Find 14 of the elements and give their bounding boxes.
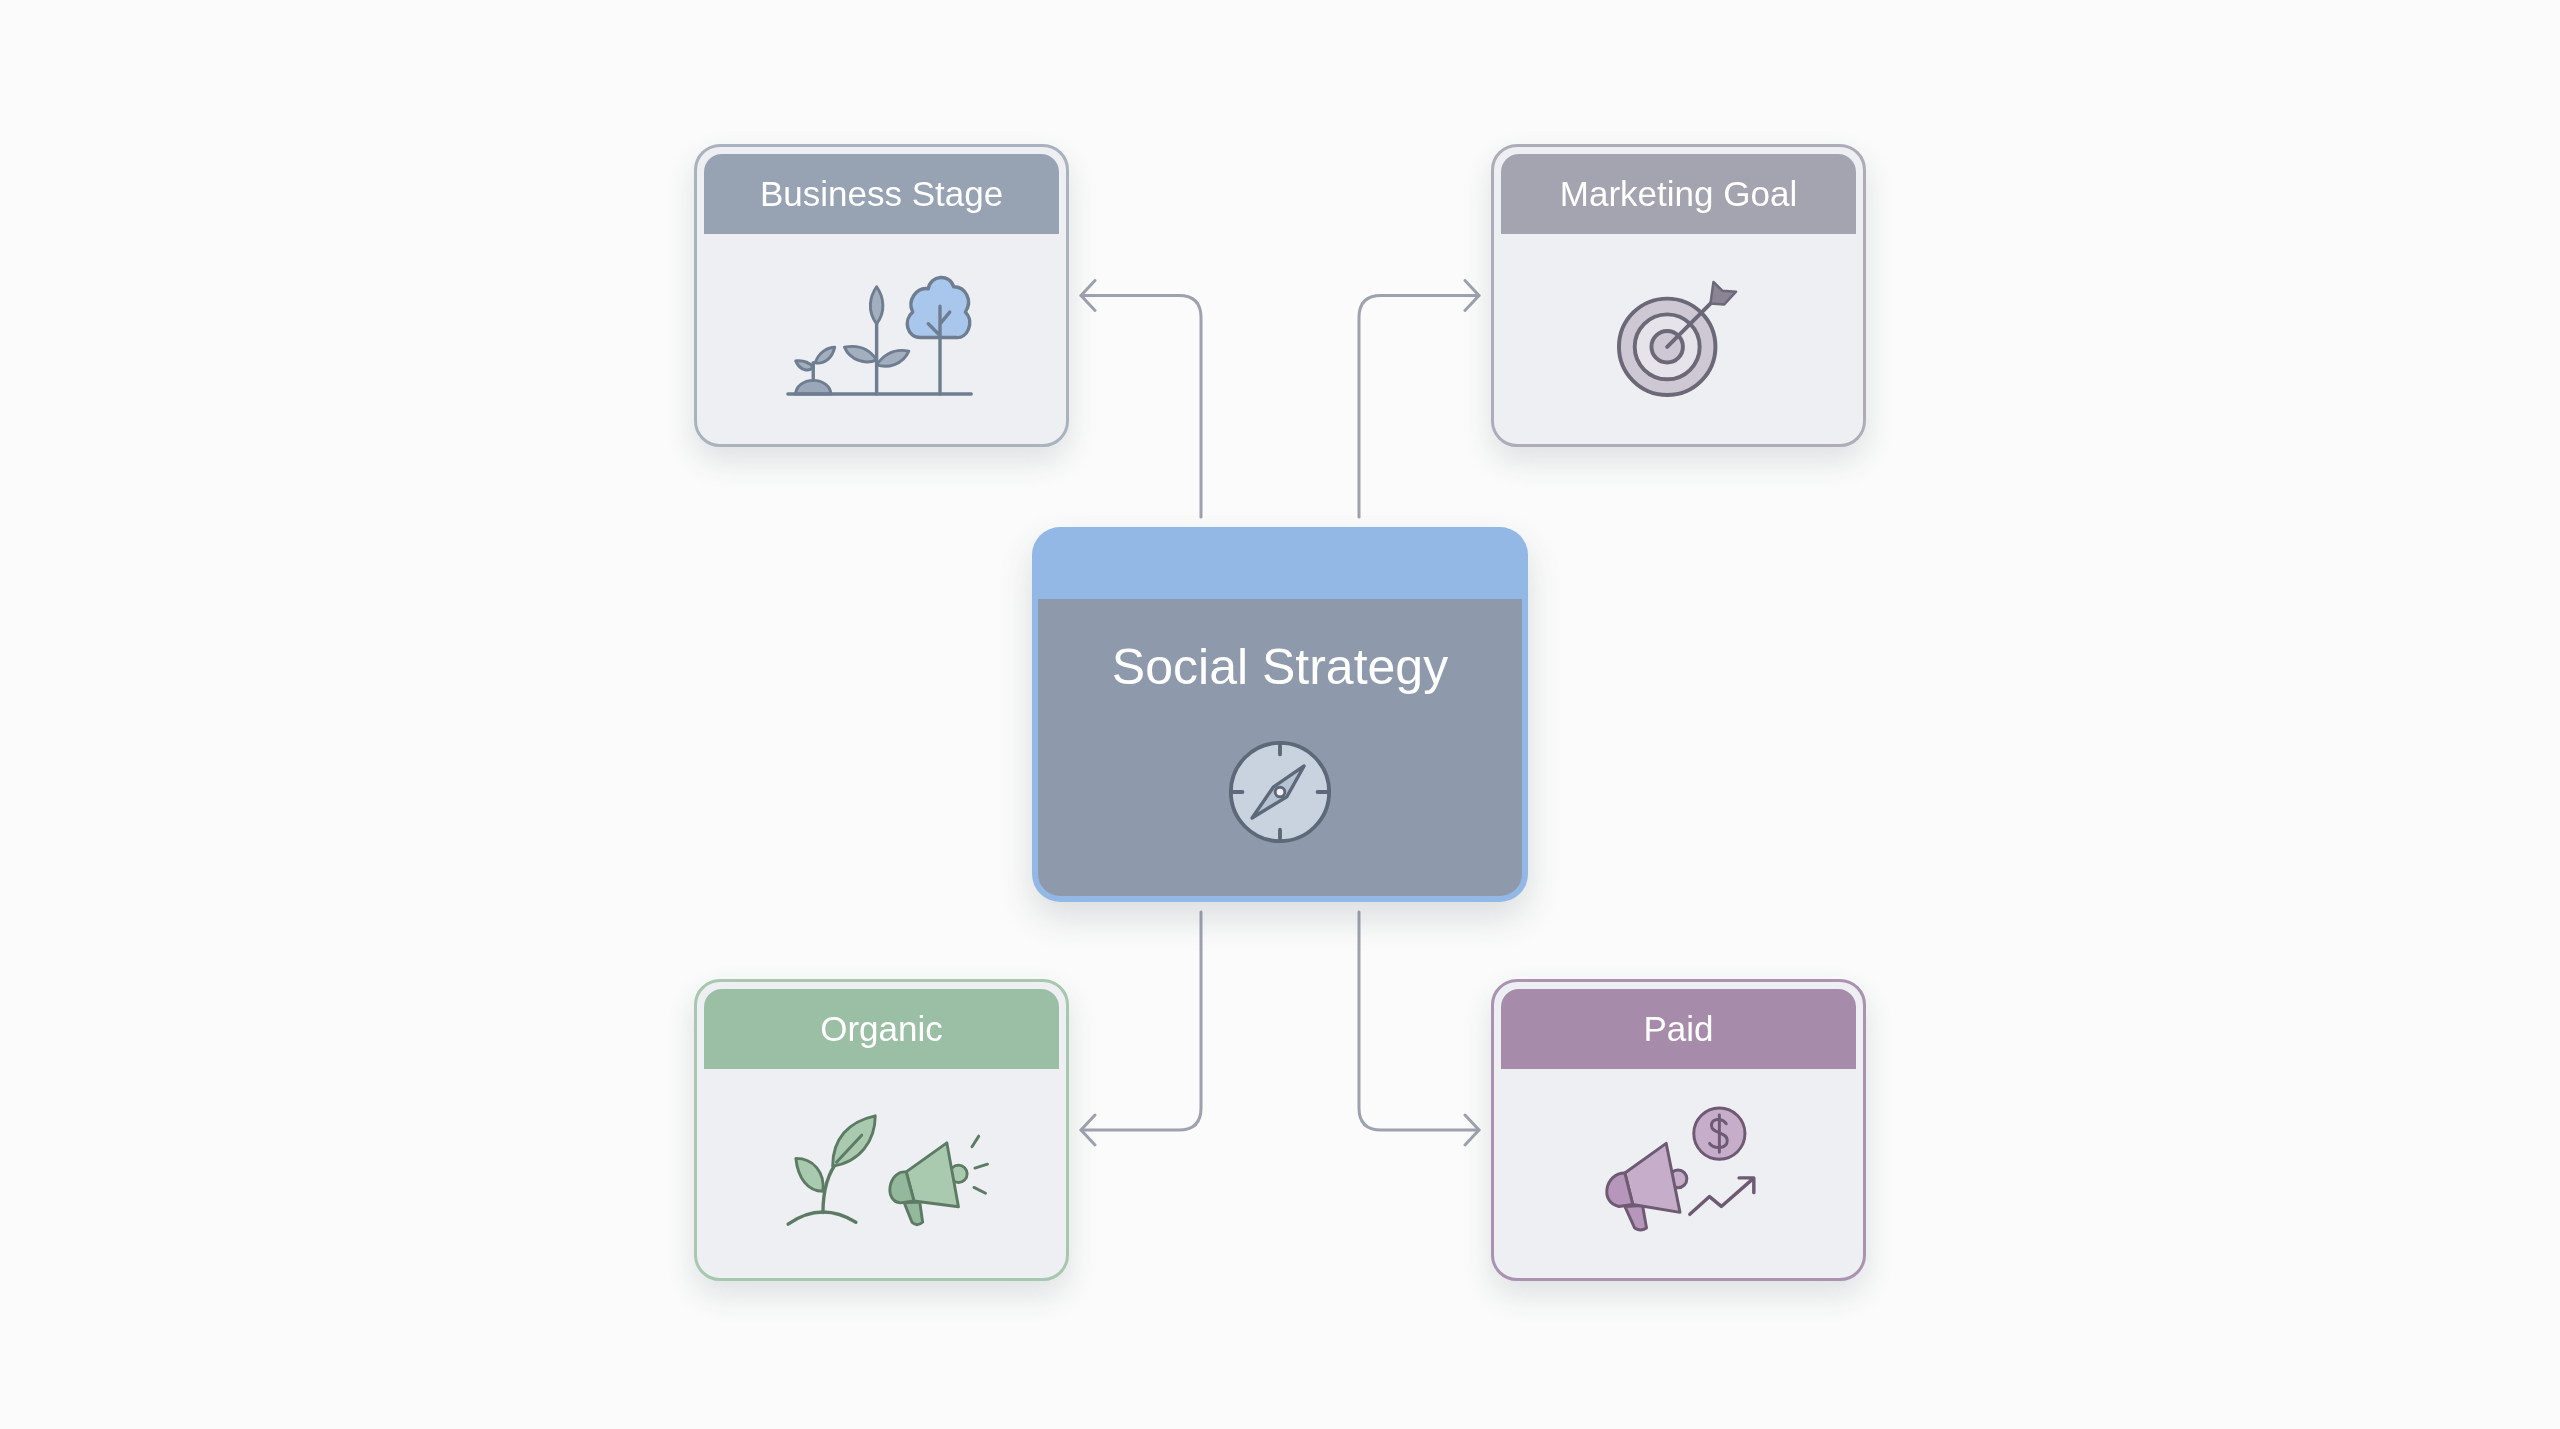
card-title: Organic [820, 1008, 943, 1050]
card-title: Business Stage [759, 173, 1004, 215]
category-card [1491, 979, 1866, 1281]
connector-arrow [1079, 910, 1203, 1147]
category-card [694, 144, 1069, 447]
connector-arrow [1357, 910, 1481, 1147]
connector-arrow [1357, 279, 1481, 519]
category-card [1491, 144, 1866, 447]
card-title: Paid [1643, 1008, 1714, 1050]
category-card [694, 979, 1069, 1281]
hub-card [1032, 527, 1528, 902]
card-title: Marketing Goal [1559, 173, 1798, 215]
connector-arrow [1079, 279, 1203, 519]
card-title: Social Strategy [1111, 638, 1449, 697]
